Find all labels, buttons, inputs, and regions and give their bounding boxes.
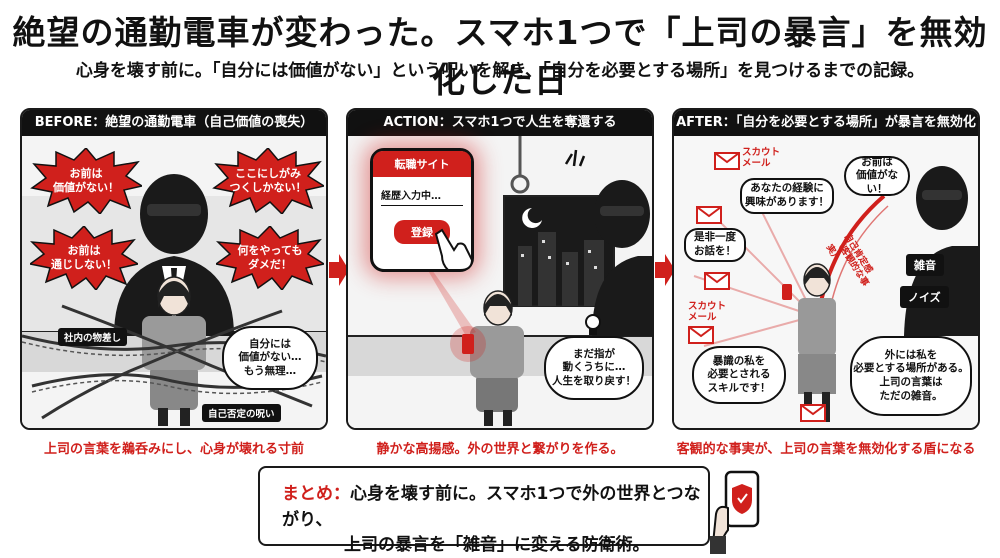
envelope-icon (688, 326, 714, 344)
scout-mail-label-2: スカウト メール (688, 301, 727, 323)
seated-woman-with-phone (450, 290, 524, 426)
resume-input[interactable]: 経歴入力中… (381, 187, 463, 206)
summary-line-1: 心身を壊す前に。スマホ1つで外の世界とつながり、 (282, 484, 701, 530)
summary-line-2: 上司の暴言を「雑音」に変える防衛術。 (344, 535, 650, 555)
skill-needed-bubble: 暴識の私を 必要とされる スキルです！ (692, 346, 786, 404)
company-measure-tag: 社内の物差し (58, 328, 128, 346)
boss-shout-burst-2: ここにしがみ つくしかない！ (212, 148, 324, 214)
summary-key: まとめ： (282, 484, 350, 504)
page-title: 絶望の通勤電車が変わった。スマホ1つで「上司の暴言」を無効化した日 (12, 13, 988, 100)
experience-interest-bubble: あなたの経験に 興味があります！ (740, 178, 834, 214)
anxious-mark-icon (564, 149, 586, 167)
meet-request-bubble: 是非一度 お話を！ (684, 228, 746, 262)
boss-insult-bubble: お前は 価値がない！ (844, 156, 910, 196)
panel-after: AFTER：「自分を必要とする場所」が暴言を無効化 (672, 108, 980, 430)
page-subtitle: 心身を壊す前に。「自分には価値がない」という呪いを解き、「自分を必要とする場所」… (75, 61, 925, 81)
noise-label: 雑音 (906, 254, 944, 276)
hand-phone-icon (710, 470, 760, 554)
lightbulb-icon (585, 314, 601, 335)
boss-shout-burst-3: お前は 通じしない！ (30, 226, 138, 290)
caption-before: 上司の言葉を鵜呑みにし、心身が壊れる寸前 (43, 442, 304, 457)
resolve-thought-bubble: まだ指が 動くうちに… 人生を取り戻す！ (544, 336, 644, 400)
panel-action-heading: ACTION：スマホ1つで人生を奪還する (348, 110, 652, 136)
arrow-right-icon (329, 254, 349, 286)
arrow-right-icon (655, 254, 675, 286)
pointing-hand-icon (434, 228, 474, 271)
envelope-icon (704, 272, 730, 290)
caption-after: 客観的な事実が、上司の言葉を無効化する盾になる (676, 442, 976, 457)
panel-before-heading: BEFORE：絶望の通勤電車（自己価値の喪失） (22, 110, 326, 136)
envelope-icon (696, 206, 722, 224)
realization-thought-bubble: 外には私を 必要とする場所がある。 上司の言葉は ただの雑音。 (850, 336, 972, 416)
scout-mail-label-1: スカウト メール (742, 147, 781, 169)
panel-after-heading: AFTER：「自分を必要とする場所」が暴言を無効化 (674, 110, 978, 136)
noise-label-2: ノイズ (900, 286, 949, 308)
boss-shout-burst-1: お前は 価値がない！ (30, 148, 142, 214)
panel-action: ACTION：スマホ1つで人生を奪還する (346, 108, 654, 430)
envelope-icon (714, 152, 740, 170)
despair-thought-bubble: 自分には 価値がない… もう無理… (222, 326, 318, 390)
boss-shout-burst-4: 何をやっても ダメだ！ (216, 226, 324, 290)
envelope-icon (800, 404, 826, 422)
self-denial-tag: 自己否定の呪い (202, 404, 281, 422)
summary-box: まとめ：心身を壊す前に。スマホ1つで外の世界とつながり、 上司の暴言を「雑音」に… (258, 466, 710, 555)
panel-before: BEFORE：絶望の通勤電車（自己価値の喪失） (20, 108, 328, 430)
job-site-title: 転職サイト (373, 151, 471, 177)
caption-action: 静かな高揚感。外の世界と繋がりを作る。 (376, 442, 624, 457)
boss-peeking-figure (592, 180, 652, 336)
shield-icon (732, 484, 752, 514)
